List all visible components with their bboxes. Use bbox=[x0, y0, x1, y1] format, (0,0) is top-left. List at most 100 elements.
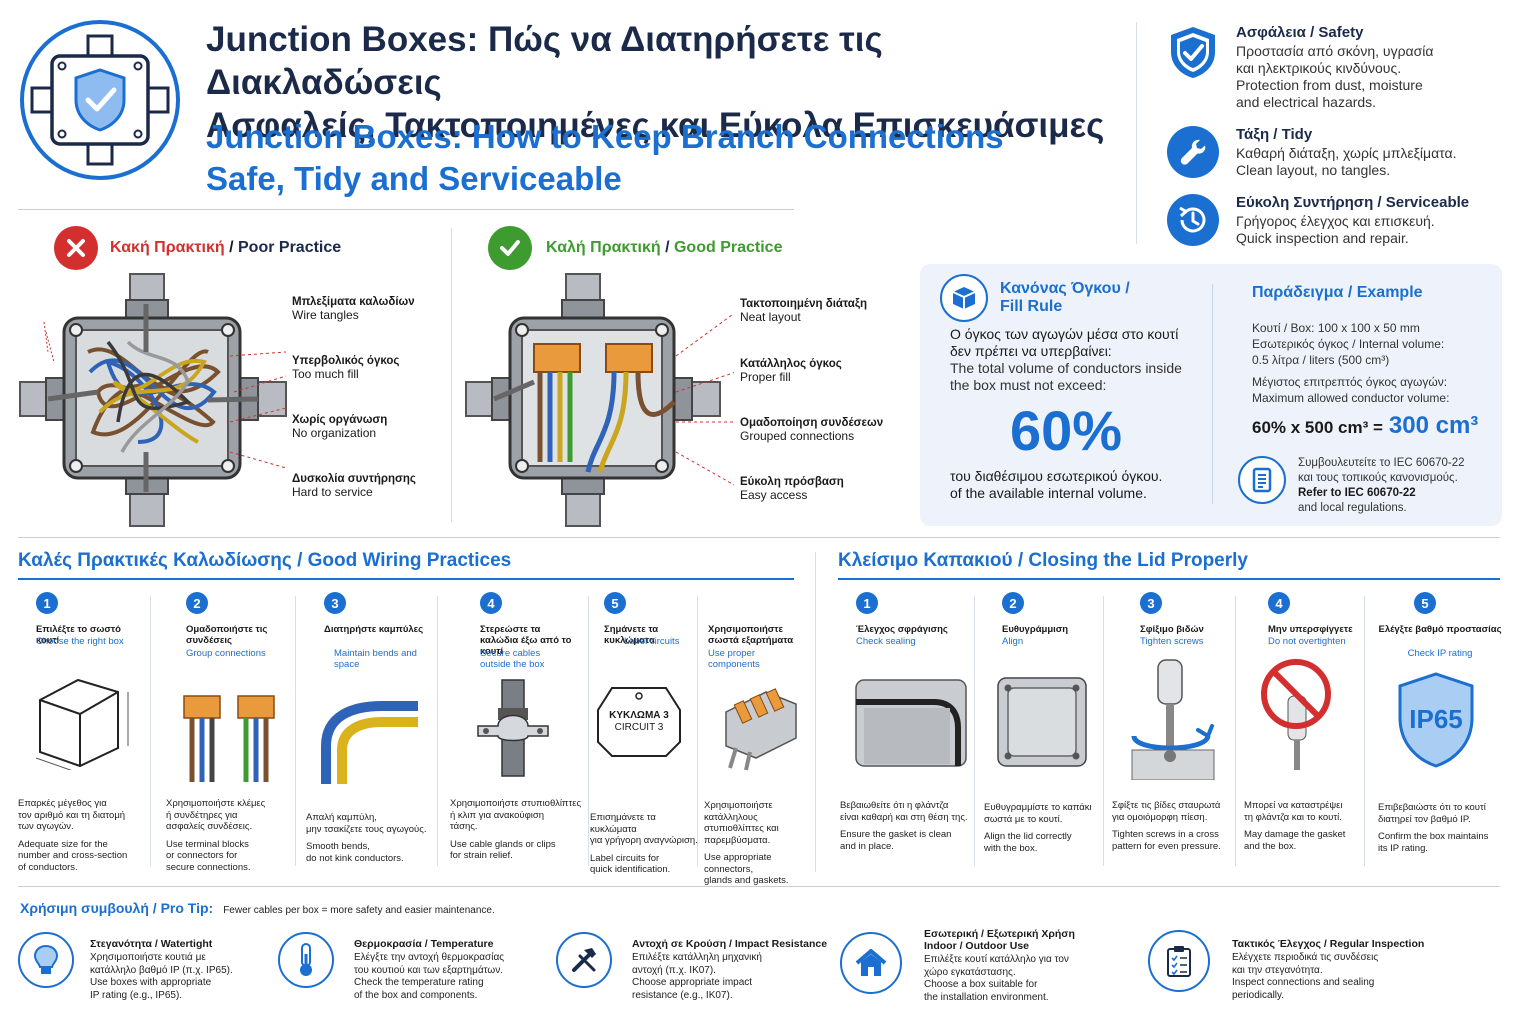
poor-label-organization: Χωρίς οργάνωση No organization bbox=[292, 414, 388, 440]
wiring-step-1: 1 Επιλέξτε το σωστό κουτί Choose the rig… bbox=[18, 592, 148, 873]
lid-step-5: 5 Ελέγξτε βαθμό προστασίας Check IP rati… bbox=[1376, 592, 1502, 872]
pro-tip-title: Χρήσιμη συμβουλή / Pro Tip: bbox=[20, 900, 214, 916]
cube-icon bbox=[940, 274, 988, 322]
fill-rule-en-1: The total volume of conductors inside bbox=[950, 360, 1182, 376]
lid-step-1: 1 Έλεγχος σφράγισης Check sealing Βεβαιω… bbox=[840, 592, 970, 872]
feature-safety-el: Προστασία από σκόνη, υγρασία bbox=[1236, 43, 1434, 59]
fill-rule-divider bbox=[1212, 284, 1213, 504]
good-label-grouped: Ομαδοποίηση συνδέσεων Grouped connection… bbox=[740, 417, 884, 443]
step-number-5: 5 bbox=[604, 592, 626, 614]
wiring-step-6: Χρησιμοποιήστε σωστά εξαρτήματα Use prop… bbox=[704, 592, 812, 886]
sections-divider bbox=[815, 552, 816, 872]
fill-rule-panel: Κανόνας Όγκου / Fill Rule Ο όγκος των αγ… bbox=[920, 264, 1502, 526]
middle-divider bbox=[18, 537, 1500, 538]
fill-rule-after-el: του διαθέσιμου εσωτερικού όγκου. bbox=[950, 468, 1163, 484]
clipboard-icon bbox=[1148, 930, 1210, 992]
pro-tip: Χρήσιμη συμβουλή / Pro Tip: Fewer cables… bbox=[20, 900, 495, 916]
box-3d-icon bbox=[28, 670, 148, 775]
lid-step-4: 4 Μην υπερσφίγγετε Do not overtighten Μπ… bbox=[1244, 592, 1362, 872]
good-practice-heading: Καλή Πρακτική / Good Practice bbox=[488, 226, 782, 270]
feature-safety-title: Ασφάλεια / Safety bbox=[1236, 24, 1364, 41]
good-heading-el: Καλή Πρακτική bbox=[546, 239, 661, 256]
lid-step-number-5: 5 bbox=[1414, 592, 1436, 614]
poor-label-service: Δυσκολία συντήρησης Hard to service bbox=[292, 473, 416, 499]
circuit-tag-icon: ΚΥΚΛΩΜΑ 3 CIRCUIT 3 bbox=[594, 682, 684, 762]
feature-tidy-el: Καθαρή διάταξη, χωρίς μπλεξίματα. bbox=[1236, 145, 1457, 161]
screwdriver-rotate-icon bbox=[1128, 656, 1218, 785]
good-box-illustration bbox=[464, 272, 737, 528]
poor-heading-sep: / bbox=[224, 239, 238, 256]
example-calc: 60% x 500 cm³ = bbox=[1252, 418, 1383, 437]
header-divider bbox=[18, 209, 794, 210]
title-english: Junction Boxes: How to Keep Branch Conne… bbox=[206, 116, 1106, 200]
title-greek-line2: Ασφαλείς, Τακτοποιημένες και Εύκολα Επισ… bbox=[206, 106, 1105, 145]
example-calculation: 60% x 500 cm³ = 300 cm³ bbox=[1252, 412, 1478, 440]
step-number-3: 3 bbox=[324, 592, 346, 614]
example-ref-el-1: Συμβουλευτείτε το IEC 60670-22 bbox=[1298, 457, 1465, 469]
bulb-icon bbox=[18, 932, 74, 988]
fill-rule-el-1: Ο όγκος των αγωγών μέσα στο κουτί bbox=[950, 326, 1179, 342]
wiring-divider-1 bbox=[150, 596, 151, 866]
lid-step-3: 3 Σφίξιμο βιδών Tighten screws Σφίξτε τι… bbox=[1112, 592, 1234, 872]
feature-serviceable-title: Εύκολη Συντήρηση / Serviceable bbox=[1236, 194, 1470, 211]
example-line5: Maximum allowed conductor volume: bbox=[1252, 391, 1450, 405]
wiring-divider-5 bbox=[697, 596, 698, 866]
feature-tidy-en: Clean layout, no tangles. bbox=[1236, 162, 1391, 178]
poor-label-fill: Υπερβολικός όγκος Too much fill bbox=[292, 355, 400, 381]
wiring-title-underline bbox=[18, 578, 794, 580]
lid-divider-3 bbox=[1235, 596, 1236, 866]
tip-impact: Αντοχή σε Κρούση / Impact Resistance Επι… bbox=[556, 930, 836, 1010]
step-number-4: 4 bbox=[480, 592, 502, 614]
terminal-connectors-icon bbox=[174, 684, 284, 789]
step-number-2: 2 bbox=[186, 592, 208, 614]
bottom-divider bbox=[18, 886, 1500, 887]
poor-heading-en: Poor Practice bbox=[238, 239, 342, 256]
lid-align-icon bbox=[994, 674, 1090, 775]
lid-divider-1 bbox=[974, 596, 975, 866]
lid-divider-2 bbox=[1103, 596, 1104, 866]
wago-connector-icon bbox=[716, 682, 806, 777]
no-overtighten-icon bbox=[1258, 656, 1338, 785]
wiring-divider-4 bbox=[588, 596, 589, 866]
wiring-divider-2 bbox=[295, 596, 296, 866]
lid-title-underline bbox=[838, 578, 1500, 580]
example-ref-el-2: και τους τοπικούς κανονισμούς. bbox=[1298, 472, 1458, 484]
fill-rule-title-2: Fill Rule bbox=[1000, 298, 1063, 315]
fill-rule-after-en: of the available internal volume. bbox=[950, 485, 1147, 501]
document-icon bbox=[1238, 456, 1286, 504]
shield-check-icon bbox=[1166, 24, 1220, 80]
good-heading-sep: / bbox=[660, 239, 674, 256]
wiring-step-4: 4 Στερεώστε τα καλώδια έξω από το κουτί … bbox=[450, 592, 586, 872]
title-greek-line1: Junction Boxes: Πώς να Διατηρήσετε τις Δ… bbox=[206, 20, 883, 102]
check-mark-icon bbox=[488, 226, 532, 270]
title-greek: Junction Boxes: Πώς να Διατηρήσετε τις Δ… bbox=[206, 18, 1106, 147]
wiring-step-5: 5 Σημάνετε τα κυκλώματα Label circuits Κ… bbox=[590, 592, 698, 875]
example-line4: Μέγιστος επιτρεπτός όγκος αγωγών: bbox=[1252, 375, 1448, 389]
circuit-label-en: CIRCUIT 3 bbox=[614, 722, 664, 733]
header-vertical-divider bbox=[1136, 22, 1137, 244]
thermometer-icon bbox=[278, 932, 334, 988]
ip-rating-label: IP65 bbox=[1409, 704, 1463, 734]
lid-step-number-1: 1 bbox=[856, 592, 878, 614]
tip-temperature: Θερμοκρασία / Temperature Ελέγξτε την αν… bbox=[278, 930, 558, 1010]
good-label-access: Εύκολη πρόσβαση Easy access bbox=[740, 476, 844, 502]
lid-divider-4 bbox=[1364, 596, 1365, 866]
lid-section-title: Κλείσιμο Καπακιού / Closing the Lid Prop… bbox=[838, 550, 1248, 571]
lid-step-number-4: 4 bbox=[1268, 592, 1290, 614]
feature-safety-el2: και ηλεκτρικούς κινδύνους. bbox=[1236, 60, 1402, 76]
wiring-step-2: 2 Ομαδοποιήστε τις συνδέσεις Group conne… bbox=[166, 592, 294, 873]
feature-safety-en2: and electrical hazards. bbox=[1236, 94, 1377, 110]
good-label-fill: Κατάλληλος όγκος Proper fill bbox=[740, 358, 842, 384]
clock-refresh-icon bbox=[1167, 194, 1219, 246]
gasket-icon bbox=[854, 672, 970, 777]
example-line2: Εσωτερικός όγκος / Internal volume: bbox=[1252, 337, 1445, 351]
circuit-label-el: ΚΥΚΛΩΜΑ 3 bbox=[609, 710, 669, 721]
feature-serviceable-el: Γρήγορος έλεγχος και επισκευή. bbox=[1236, 213, 1435, 229]
wrench-icon bbox=[1167, 126, 1219, 178]
poor-practice-heading: Κακή Πρακτική / Poor Practice bbox=[54, 226, 341, 270]
feature-safety-en: Protection from dust, moisture bbox=[1236, 77, 1423, 93]
wiring-divider-3 bbox=[437, 596, 438, 866]
title-english-line2: Safe, Tidy and Serviceable bbox=[206, 160, 622, 197]
feature-serviceable-en: Quick inspection and repair. bbox=[1236, 230, 1409, 246]
header-logo bbox=[18, 18, 182, 182]
